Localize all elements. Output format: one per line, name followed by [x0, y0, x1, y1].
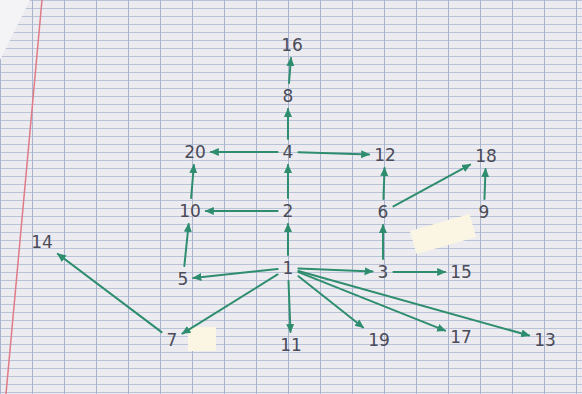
number-node: 14 — [28, 231, 56, 253]
arrow-connector — [393, 165, 470, 207]
number-node: 10 — [176, 200, 204, 222]
arrow-connector — [287, 109, 289, 139]
number-node: 17 — [447, 326, 475, 348]
arrow-connector — [298, 268, 372, 271]
arrow-connector — [184, 224, 188, 266]
paper-corner — [0, 0, 30, 60]
node-number: 13 — [534, 330, 556, 350]
node-number: 8 — [283, 86, 294, 106]
paper-sticker — [410, 214, 476, 254]
arrow-connector — [298, 152, 369, 154]
arrow-connector — [289, 58, 291, 83]
node-number: 19 — [368, 330, 390, 350]
node-number: 10 — [179, 201, 201, 221]
number-node: 9 — [476, 201, 493, 223]
number-node: 15 — [447, 261, 475, 283]
arrow-connector — [383, 168, 384, 199]
arrow-connector — [298, 276, 363, 327]
number-node: 20 — [181, 141, 209, 163]
number-node: 16 — [278, 34, 306, 56]
node-number: 11 — [280, 335, 302, 355]
arrow-connector — [287, 224, 289, 255]
arrow-connector — [287, 165, 289, 198]
number-node: 1 — [280, 257, 297, 279]
node-number: 4 — [283, 142, 294, 162]
number-node: 8 — [280, 85, 297, 107]
node-number: 12 — [374, 145, 396, 165]
arrow-connector — [193, 269, 277, 278]
number-node: 2 — [280, 200, 297, 222]
arrow-connector — [298, 272, 445, 331]
node-number: 9 — [479, 202, 490, 222]
number-node: 5 — [175, 268, 192, 290]
number-node: 4 — [280, 141, 297, 163]
arrow-connector — [288, 281, 290, 332]
paper-sticker — [188, 327, 216, 351]
node-number: 1 — [283, 258, 294, 278]
number-node: 12 — [371, 144, 399, 166]
number-node: 11 — [277, 334, 305, 356]
node-number: 6 — [378, 202, 389, 222]
node-number: 2 — [283, 201, 294, 221]
number-node: 13 — [531, 329, 559, 351]
arrow-connector — [206, 210, 278, 212]
margin-line — [6, 0, 42, 394]
arrow-connector — [298, 271, 529, 336]
node-number: 18 — [475, 146, 497, 166]
node-number: 14 — [31, 232, 53, 252]
number-node: 7 — [164, 329, 181, 351]
arrow-connector — [191, 165, 194, 198]
arrow-connector — [211, 151, 278, 153]
number-node: 6 — [375, 201, 392, 223]
number-node: 19 — [365, 329, 393, 351]
arrow-connector — [393, 271, 445, 273]
arrow-connector — [58, 254, 162, 332]
node-number: 16 — [281, 35, 303, 55]
number-node: 18 — [472, 145, 500, 167]
node-number: 20 — [184, 142, 206, 162]
number-node: 3 — [375, 261, 392, 283]
node-number: 17 — [450, 327, 472, 347]
node-number: 7 — [167, 330, 178, 350]
node-number: 5 — [178, 269, 189, 289]
arrow-connector — [484, 169, 485, 199]
arrow-connector — [382, 225, 384, 259]
arrow-connector — [182, 274, 277, 333]
node-number: 15 — [450, 262, 472, 282]
node-number: 3 — [378, 262, 389, 282]
